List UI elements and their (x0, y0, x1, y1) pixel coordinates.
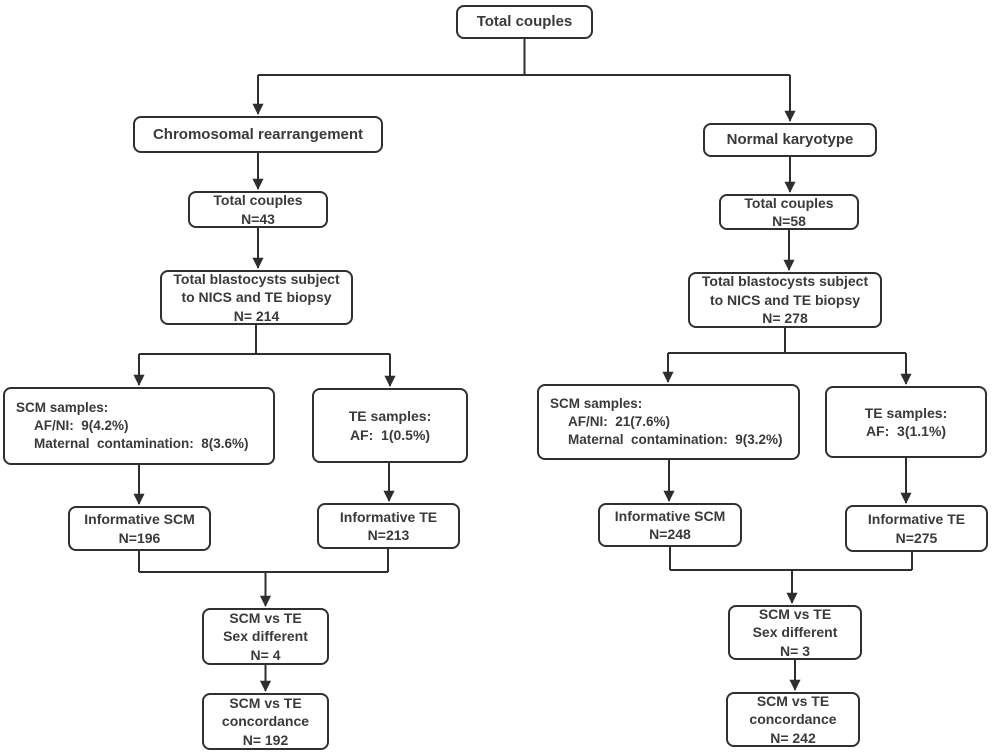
node-text: concordance (221, 713, 310, 730)
node-count: N=275 (895, 529, 938, 546)
node-stat-af-ni: AF/NI: 9(4.2%) (34, 418, 129, 434)
node-right-informative-te: Informative TE N=275 (845, 505, 988, 552)
node-right-concordance: SCM vs TE concordance N= 242 (726, 692, 860, 747)
node-right-blastocysts: Total blastocysts subject to NICS and TE… (688, 272, 882, 328)
node-count: N= 214 (233, 307, 280, 324)
node-count: N= 242 (770, 729, 816, 746)
node-text: SCM samples: (550, 396, 643, 412)
node-left-concordance: SCM vs TE concordance N= 192 (202, 693, 329, 750)
node-left-total-couples: Total couples N=43 (188, 191, 328, 228)
node-text: to NICS and TE biopsy (181, 289, 332, 306)
node-left-te-samples: TE samples: AF: 1(0.5%) (312, 388, 468, 463)
node-text: Total couples (213, 192, 303, 209)
node-left-sex-different: SCM vs TE Sex different N= 4 (202, 608, 329, 665)
node-text: Informative TE (867, 511, 966, 528)
node-text: Normal karyotype (726, 131, 854, 149)
node-text: Informative TE (339, 508, 438, 525)
node-stat-af-ni: AF/NI: 21(7.6%) (568, 414, 671, 430)
node-left-informative-scm: Informative SCM N=196 (68, 506, 211, 551)
node-text: to NICS and TE biopsy (709, 291, 861, 308)
node-text: Chromosomal rearrangement (152, 125, 364, 143)
node-right-te-samples: TE samples: AF: 3(1.1%) (825, 386, 987, 458)
node-right-scm-samples: SCM samples: AF/NI: 21(7.6%) Maternal co… (537, 384, 800, 460)
node-count: N=196 (118, 529, 161, 546)
node-right-header-normal-karyotype: Normal karyotype (703, 123, 877, 157)
node-count: N=248 (649, 526, 691, 542)
node-count: N= 3 (780, 642, 810, 659)
node-stat-af: AF: 3(1.1%) (865, 423, 947, 439)
node-count: N=213 (367, 527, 410, 543)
node-count: N= 278 (762, 310, 808, 327)
node-text: Total blastocysts subject (173, 270, 340, 287)
node-text: SCM vs TE (229, 609, 302, 626)
node-text: Informative SCM (84, 511, 195, 528)
node-text: Total couples (744, 194, 834, 211)
connector-plain-segments (138, 39, 913, 573)
node-left-informative-te: Informative TE N=213 (317, 503, 460, 549)
node-right-total-couples: Total couples N=58 (719, 194, 859, 230)
node-text: concordance (749, 711, 837, 728)
node-right-sex-different: SCM vs TE Sex different N= 3 (728, 605, 862, 660)
node-text: SCM vs TE (229, 694, 302, 711)
node-text: TE samples: (348, 408, 432, 425)
node-count: N=58 (772, 213, 806, 229)
node-text: SCM vs TE (756, 692, 830, 709)
node-text: SCM vs TE (758, 605, 832, 622)
node-text: Total blastocysts subject (701, 273, 869, 290)
node-right-informative-scm: Informative SCM N=248 (598, 503, 742, 547)
node-stat-af: AF: 1(0.5%) (349, 426, 431, 443)
node-text: Informative SCM (614, 507, 726, 524)
node-text: SCM samples: (16, 400, 109, 416)
node-left-header-chromosomal-rearrangement: Chromosomal rearrangement (133, 116, 383, 153)
node-text: Sex different (752, 624, 838, 641)
node-root-total-couples: Total couples (456, 5, 593, 39)
node-text: TE samples: (864, 404, 948, 421)
node-count: N=43 (241, 210, 275, 227)
node-text: Total couples (476, 13, 573, 31)
node-count: N= 4 (250, 646, 281, 663)
node-stat-maternal-contamination: Maternal contamination: 8(3.6%) (34, 435, 249, 451)
node-text: Sex different (223, 628, 308, 645)
node-stat-maternal-contamination: Maternal contamination: 9(3.2%) (568, 431, 783, 447)
node-left-blastocysts: Total blastocysts subject to NICS and TE… (160, 270, 353, 325)
node-left-scm-samples: SCM samples: AF/NI: 9(4.2%) Maternal con… (3, 387, 275, 465)
node-count: N= 192 (242, 731, 289, 748)
